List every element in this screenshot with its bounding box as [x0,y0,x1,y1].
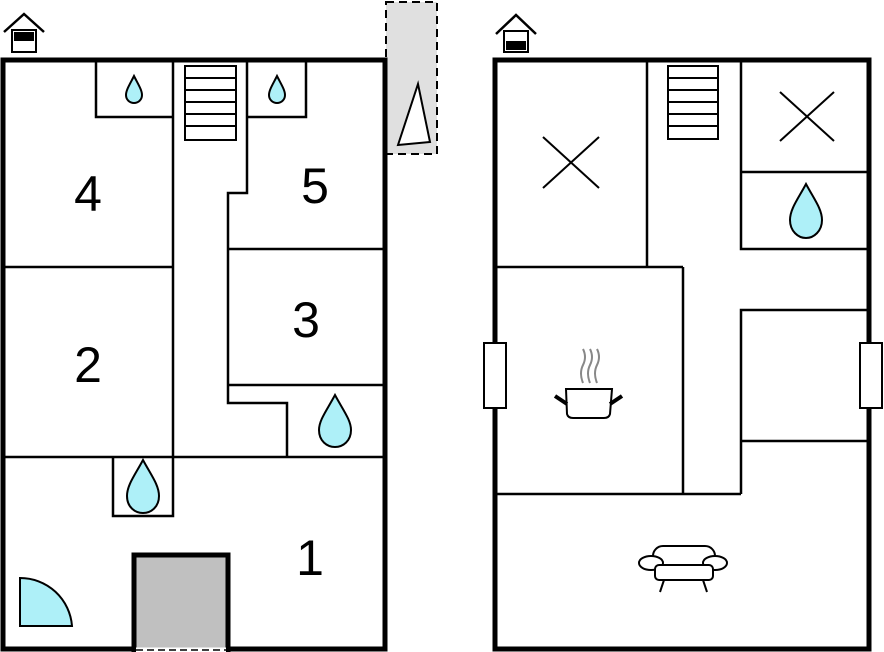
room-1-label: 1 [296,530,324,586]
interior-walls [495,60,869,496]
house-floor-icon [495,13,537,53]
bed-x-icon [779,91,835,142]
window-icon [859,342,883,409]
room-5-label: 5 [301,158,329,214]
cooking-pot-icon [553,348,624,419]
sofa-icon [638,545,728,593]
water-drop-icon [788,181,824,240]
door-swing-icon [19,576,74,627]
entrance-mat-icon [131,552,231,652]
water-drop-icon [125,457,161,515]
room-2-label: 2 [74,337,102,393]
water-drop-icon [124,73,144,105]
upper-floor [483,13,883,652]
bed-x-icon [542,136,600,189]
water-drop-icon [267,73,287,105]
water-drop-icon [317,392,353,449]
interior-walls [3,60,385,518]
stairs-icon [184,65,237,141]
ground-floor: 4 5 3 2 1 [0,1,438,652]
compass-icon [396,80,432,147]
room-3-label: 3 [292,292,320,348]
balcony-area [385,1,438,155]
window-icon [483,342,507,409]
stairs-icon [667,65,719,140]
room-4-label: 4 [74,166,102,222]
house-floor-icon [3,12,45,53]
